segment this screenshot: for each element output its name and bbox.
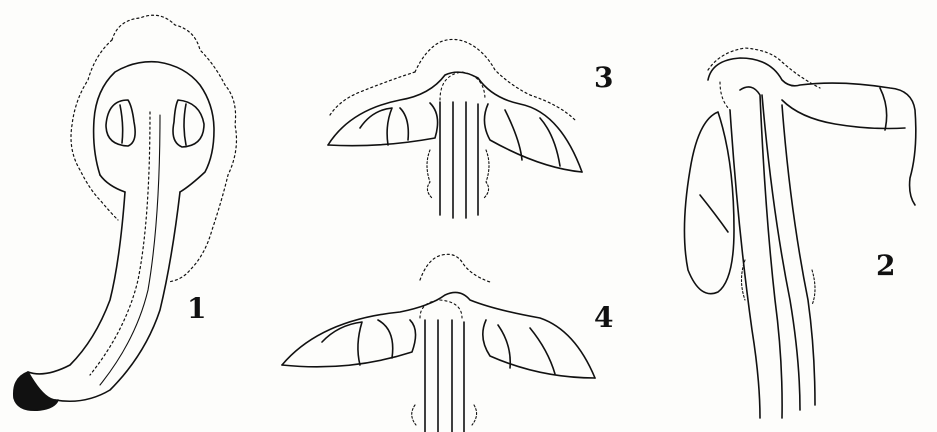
specimen-3 bbox=[328, 39, 582, 218]
figure-label-2: 2 bbox=[876, 252, 895, 280]
specimen-1-root-tip bbox=[14, 372, 58, 410]
specimen-4 bbox=[282, 254, 595, 432]
specimen-3-top-fuzz bbox=[415, 39, 575, 120]
specimen-2-outline bbox=[708, 58, 916, 205]
specimen-1 bbox=[14, 15, 237, 410]
specimen-2 bbox=[684, 48, 915, 418]
specimen-1-envelope-left bbox=[71, 40, 118, 220]
figure-label-3: 3 bbox=[594, 64, 613, 92]
specimen-1-envelope bbox=[112, 15, 236, 282]
specimen-1-right-lobe bbox=[173, 100, 204, 147]
specimen-4-left-wing bbox=[282, 320, 416, 367]
specimen-1-head bbox=[94, 62, 214, 192]
specimen-2-top-fuzz bbox=[708, 48, 820, 88]
specimen-2-left-lobe bbox=[684, 112, 734, 294]
figure-label-4: 4 bbox=[594, 304, 613, 332]
specimen-1-stalk-right bbox=[55, 192, 180, 401]
specimen-4-top-fuzz bbox=[420, 254, 490, 282]
figure-label-1: 1 bbox=[187, 295, 206, 323]
specimen-2-stalk bbox=[730, 110, 760, 418]
specimen-3-right-wing bbox=[484, 104, 582, 172]
